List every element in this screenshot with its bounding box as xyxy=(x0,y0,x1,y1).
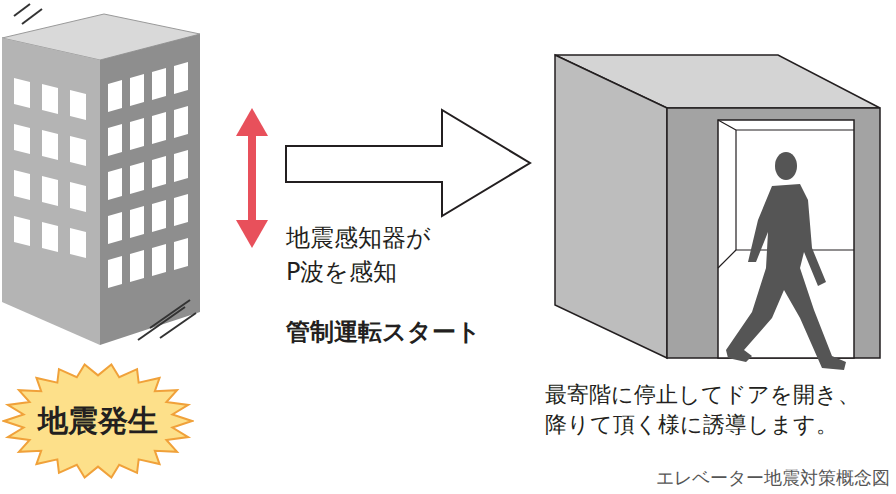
burst-node: 地震発生 xyxy=(2,362,194,480)
control-start: 管制運転スタート xyxy=(286,318,481,347)
elevator-car xyxy=(555,55,880,370)
vertical-shake-arrow xyxy=(236,108,268,248)
burst-label: 地震発生 xyxy=(38,401,158,442)
flow-arrow xyxy=(286,110,530,216)
sensor-note: 地震感知器が P波を感知 xyxy=(286,222,442,289)
guidance-note: 最寄階に停止してドアを開き、 降りて頂く様に誘導します。 xyxy=(545,380,862,439)
figure-caption: エレベーター地震対策概念図 xyxy=(656,466,890,490)
person-silhouette xyxy=(726,152,846,370)
shake-lines xyxy=(14,4,196,340)
building xyxy=(2,14,200,345)
